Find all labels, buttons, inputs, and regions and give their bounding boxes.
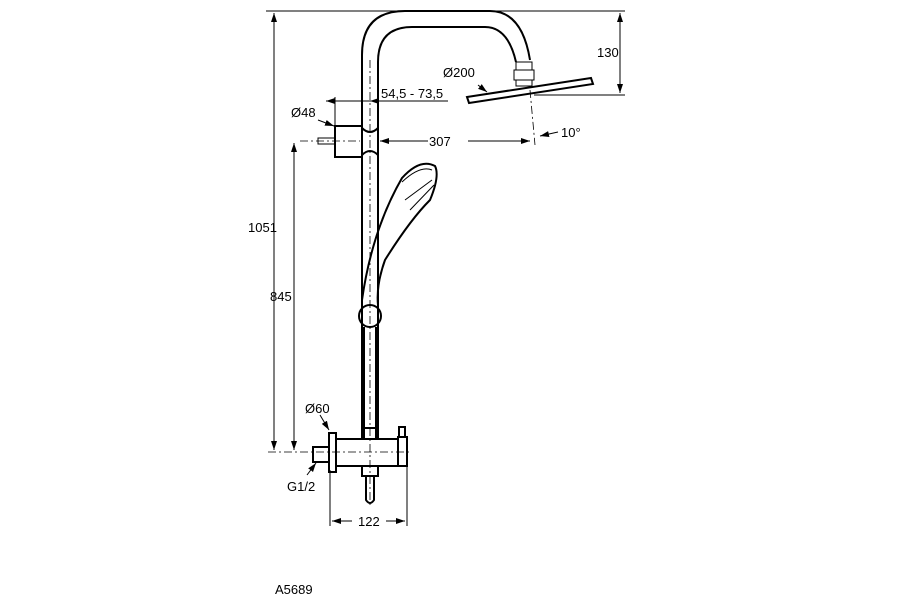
overhead-shower-head (465, 61, 595, 146)
head-drop-label: 130 (597, 45, 619, 60)
wall-offset-label: 54,5 - 73,5 (381, 86, 443, 101)
total-height-label: 1051 (248, 220, 277, 235)
drawing-code: A5689 (275, 582, 313, 597)
hand-shower (358, 162, 438, 440)
tilt-angle-label: 10° (561, 125, 581, 140)
mixer-width-label: 122 (358, 514, 380, 529)
wall-bracket (300, 125, 379, 158)
arm-reach-label: 307 (429, 134, 451, 149)
outlet-height-label: 845 (270, 289, 292, 304)
head-diameter-label: Ø200 (443, 65, 475, 80)
thermostatic-mixer (268, 426, 412, 504)
mixer-flange-label: Ø60 (305, 401, 330, 416)
dimension-lines (266, 10, 625, 526)
inlet-thread-label: G1/2 (287, 479, 315, 494)
bracket-diameter-label: Ø48 (291, 105, 316, 120)
